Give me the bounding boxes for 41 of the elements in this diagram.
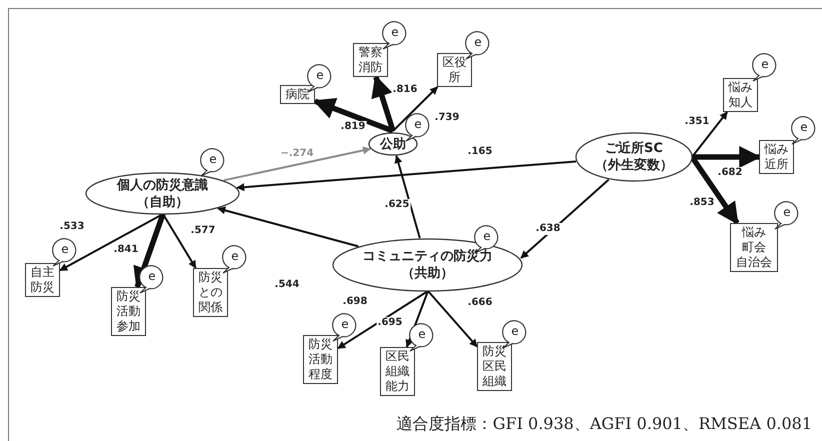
error-bubble: e bbox=[137, 264, 165, 294]
path-arrow bbox=[162, 213, 197, 269]
error-bubble: e bbox=[380, 20, 408, 50]
variable-box: 自主防災 bbox=[25, 263, 60, 297]
fit-index-caption: 適合度指標：GFI 0.938、AGFI 0.901、RMSEA 0.081 bbox=[396, 414, 812, 435]
path-arrow bbox=[337, 290, 429, 350]
path-arrow bbox=[394, 155, 421, 238]
path-arrow bbox=[692, 146, 762, 168]
path-arrow bbox=[236, 160, 576, 192]
path-arrow bbox=[224, 146, 371, 182]
error-bubble: e bbox=[750, 52, 778, 82]
coefficient-label: .625 bbox=[384, 199, 410, 211]
path-arrow bbox=[217, 206, 359, 248]
coefficient-label: −.274 bbox=[279, 148, 315, 160]
path-arrow bbox=[371, 74, 396, 132]
variable-box: 防災活動参加 bbox=[111, 287, 146, 336]
error-bubble: e bbox=[407, 322, 435, 352]
variable-box: 区役所 bbox=[437, 53, 472, 87]
variable-box: 防災区民組織 bbox=[477, 342, 512, 391]
variable-box: 悩み 町会 自治会 bbox=[730, 223, 778, 272]
error-bubble: e bbox=[220, 244, 248, 274]
variable-box: 病院 bbox=[280, 85, 315, 104]
path-arrow bbox=[520, 178, 610, 259]
error-bubble: e bbox=[330, 312, 358, 342]
variable-box: 悩み 知人 bbox=[723, 78, 758, 112]
error-bubble: e bbox=[198, 147, 226, 177]
variable-box: 区民組織能力 bbox=[380, 347, 415, 396]
error-bubble: e bbox=[772, 200, 800, 230]
path-arrow bbox=[427, 290, 478, 348]
factor-ellipse: ご近所SC （外生変数） bbox=[575, 132, 693, 182]
factor-ellipse: 公助 bbox=[368, 132, 418, 156]
error-bubble: e bbox=[789, 115, 817, 145]
variable-box: 防災との関係 bbox=[193, 268, 228, 317]
variable-box: 悩み 近所 bbox=[759, 140, 794, 174]
path-arrow bbox=[392, 86, 438, 132]
coefficient-label: .638 bbox=[534, 223, 562, 235]
variable-box: 警察消防 bbox=[353, 43, 388, 77]
variable-box: 防災活動程度 bbox=[303, 335, 338, 384]
path-arrow bbox=[133, 213, 166, 290]
path-arrow bbox=[312, 98, 394, 134]
error-bubble: e bbox=[50, 237, 78, 267]
